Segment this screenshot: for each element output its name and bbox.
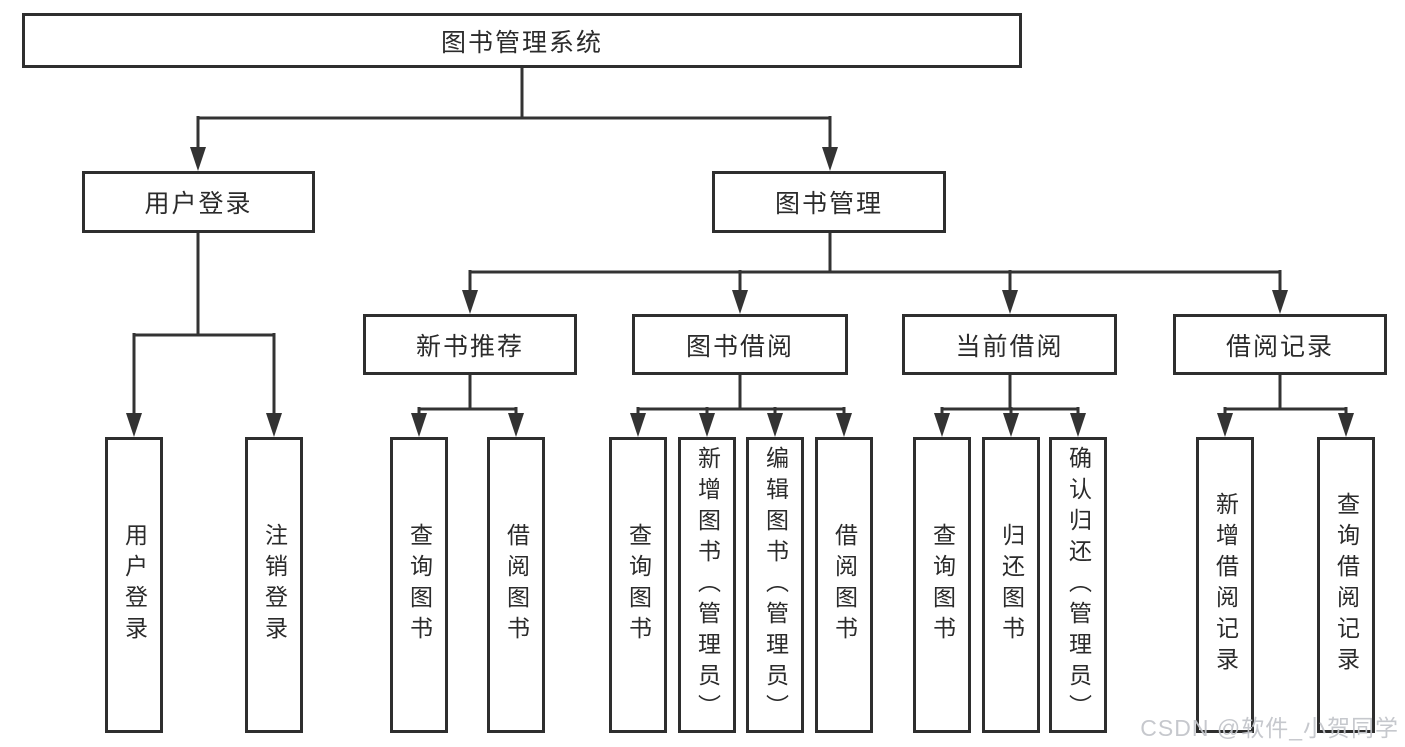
leaf-confirm-return-admin: 确认归还（管理员） (1049, 437, 1107, 733)
leaf-user-login: 用户登录 (105, 437, 163, 733)
leaf-logout: 注销登录 (245, 437, 303, 733)
leaf-add-borrow-record: 新增借阅记录 (1196, 437, 1254, 733)
leaf-edit-books-admin: 编辑图书（管理员） (746, 437, 804, 733)
watermark: CSDN @软件_小贺同学 (1140, 715, 1399, 741)
node-label: 编辑图书（管理员） (762, 445, 789, 725)
node-current-borrowing: 当前借阅 (902, 314, 1117, 375)
leaf-query-books-borrowing: 查询图书 (609, 437, 667, 733)
node-label: 用户登录 (121, 523, 148, 647)
node-user-login: 用户登录 (82, 171, 315, 233)
node-label: 新书推荐 (415, 332, 524, 361)
node-label: 新增图书（管理员） (694, 445, 721, 725)
node-label: 图书管理 (774, 190, 883, 218)
leaf-borrow-books-borrowing: 借阅图书 (815, 437, 873, 733)
node-label: 图书借阅 (685, 332, 794, 361)
leaf-add-books-admin: 新增图书（管理员） (678, 437, 736, 733)
node-label: 确认归还（管理员） (1065, 445, 1092, 725)
node-label: 借阅记录 (1225, 332, 1334, 361)
node-label: 归还图书 (998, 523, 1025, 647)
node-label: 借阅图书 (503, 523, 530, 647)
node-book-borrowing: 图书借阅 (632, 314, 848, 375)
leaf-query-books-recommend: 查询图书 (390, 437, 448, 733)
node-label: 用户登录 (144, 190, 253, 218)
node-label: 查询图书 (929, 523, 956, 647)
node-label: 注销登录 (261, 523, 288, 647)
node-label: 新增借阅记录 (1212, 492, 1239, 678)
leaf-return-books: 归还图书 (982, 437, 1040, 733)
node-new-book-recommend: 新书推荐 (363, 314, 577, 375)
node-label: 图书管理系统 (440, 28, 603, 57)
node-label: 查询图书 (406, 523, 433, 647)
leaf-query-books-current: 查询图书 (913, 437, 971, 733)
node-label: 查询借阅记录 (1333, 492, 1360, 678)
leaf-query-borrow-record: 查询借阅记录 (1317, 437, 1375, 733)
node-label: 查询图书 (625, 523, 652, 647)
arrowheads (126, 147, 1354, 437)
node-root: 图书管理系统 (22, 13, 1022, 68)
leaf-borrow-books-recommend: 借阅图书 (487, 437, 545, 733)
node-book-management: 图书管理 (712, 171, 946, 233)
node-borrowing-records: 借阅记录 (1173, 314, 1387, 375)
node-label: 借阅图书 (831, 523, 858, 647)
node-label: 当前借阅 (955, 332, 1064, 361)
